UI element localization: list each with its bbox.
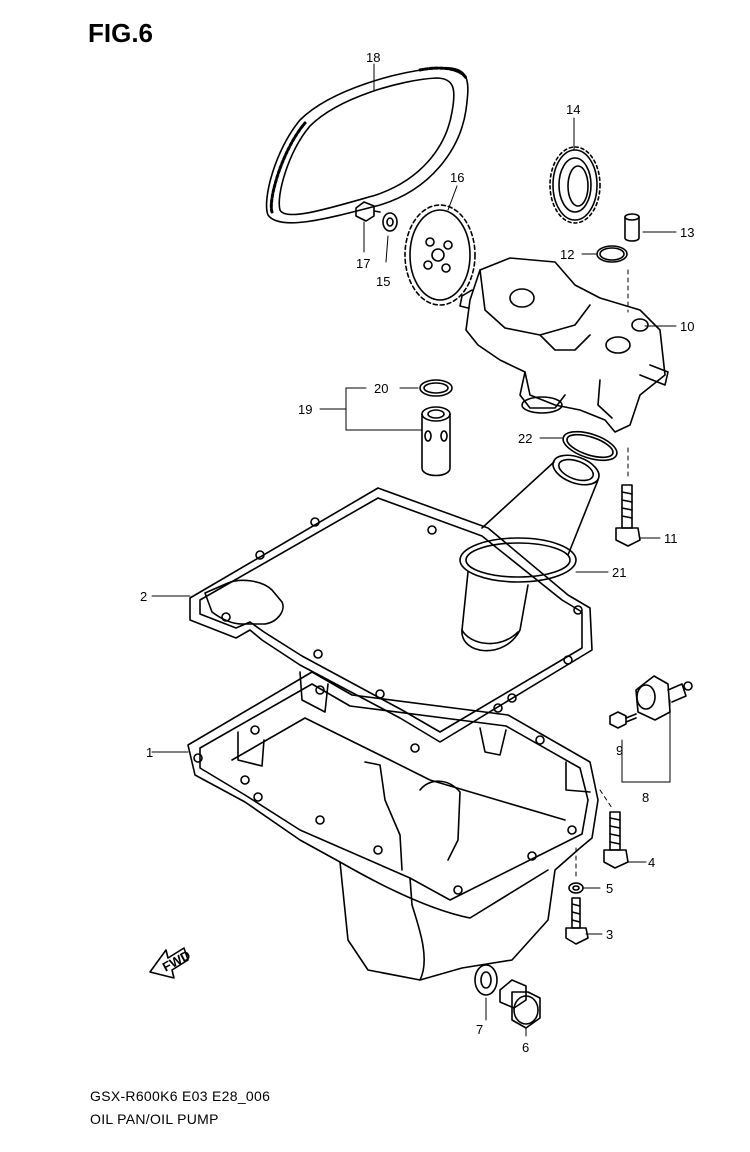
callout-8: 8 <box>642 790 649 805</box>
o-ring-part-22 <box>562 430 618 462</box>
bolt-part-4 <box>603 811 629 869</box>
callout-10: 10 <box>680 319 694 334</box>
callout-14: 14 <box>566 102 580 117</box>
callout-16: 16 <box>450 170 464 185</box>
oil-pipe-part-19 <box>421 406 451 477</box>
callout-13: 13 <box>680 225 694 240</box>
o-ring-part-20 <box>419 379 453 397</box>
callout-19: 19 <box>298 402 312 417</box>
drain-plug-part-6 <box>499 979 541 1029</box>
bolt-part-9 <box>609 711 637 729</box>
oil-strainer-part-21 <box>459 454 600 652</box>
oil-pressure-switch-part-8 <box>635 675 693 721</box>
callout-7: 7 <box>476 1022 483 1037</box>
figure-caption: OIL PAN/OIL PUMP <box>90 1111 219 1127</box>
gasket-part-2 <box>189 487 593 743</box>
callout-4: 4 <box>648 855 655 870</box>
callout-22: 22 <box>518 431 532 446</box>
callout-6: 6 <box>522 1040 529 1055</box>
sprocket-part-14 <box>549 146 601 224</box>
leader-lines <box>151 63 677 1037</box>
callout-labels: 1 2 3 4 5 6 7 8 9 10 11 12 13 14 15 16 1… <box>140 50 694 1055</box>
callout-12: 12 <box>560 247 574 262</box>
figure-title: FIG.6 <box>88 18 154 48</box>
callout-21: 21 <box>612 565 626 580</box>
sprocket-part-16 <box>404 204 476 306</box>
callout-9: 9 <box>616 743 623 758</box>
callout-11: 11 <box>664 531 678 546</box>
callout-18: 18 <box>366 50 380 65</box>
callout-3: 3 <box>606 927 613 942</box>
drive-chain-part-18 <box>265 66 469 224</box>
callout-15: 15 <box>376 274 390 289</box>
dowel-pin-part-13 <box>624 213 640 242</box>
oil-pump-part-10 <box>459 257 669 433</box>
bolt-part-11 <box>615 484 641 547</box>
callout-20: 20 <box>374 381 388 396</box>
o-ring-part-12 <box>596 245 628 263</box>
bolt-part-17 <box>355 201 381 222</box>
callout-5: 5 <box>606 881 613 896</box>
oil-pan-part-1 <box>187 671 599 981</box>
callout-17: 17 <box>356 256 370 271</box>
model-code: GSX-R600K6 E03 E28_006 <box>90 1088 271 1104</box>
gasket-part-7 <box>474 964 498 996</box>
callout-2: 2 <box>140 589 147 604</box>
washer-part-5 <box>568 882 584 894</box>
forward-direction-arrow-icon <box>149 947 189 979</box>
bolt-part-3 <box>565 897 589 945</box>
callout-1: 1 <box>146 745 153 760</box>
washer-part-15 <box>382 212 398 232</box>
